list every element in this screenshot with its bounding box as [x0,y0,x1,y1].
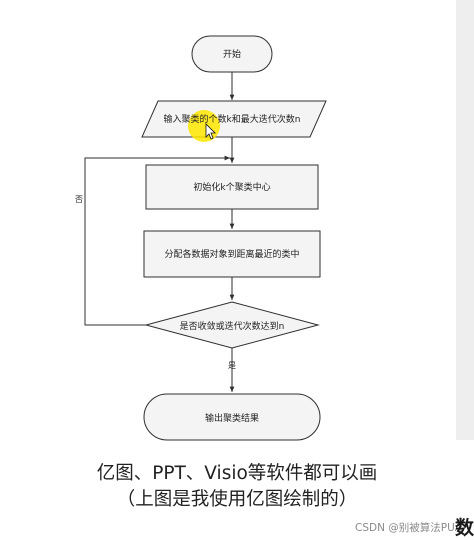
edge-yes-label: 是 [228,361,236,370]
assign-process [143,230,321,278]
edge-no-label: 否 [75,195,83,204]
output-terminal [143,393,321,441]
input-label: 输入聚类的个数k和最大迭代次数n [164,113,301,125]
mouse-cursor-icon [205,123,216,140]
init-label: 初始化k个聚类中心 [193,181,270,193]
start-label: 开始 [223,48,241,60]
caption-line-1: 亿图、PPT、Visio等软件都可以画 [96,463,378,484]
input-parallelogram [141,100,327,138]
assign-label: 分配各数据对象到距离最近的类中 [164,248,299,260]
csdn-watermark: CSDN @别被算法PUA [355,522,462,534]
right-edge-strip [456,0,474,440]
cursor-highlight [188,110,220,142]
edge-no-loop [84,155,230,326]
corner-glyph: 数 [454,517,474,539]
caption-line-2: （上图是我使用亿图绘制的） [116,489,358,510]
output-label: 输出聚类结果 [205,412,259,424]
decision-label: 是否收敛或迭代次数达到n [180,320,285,332]
